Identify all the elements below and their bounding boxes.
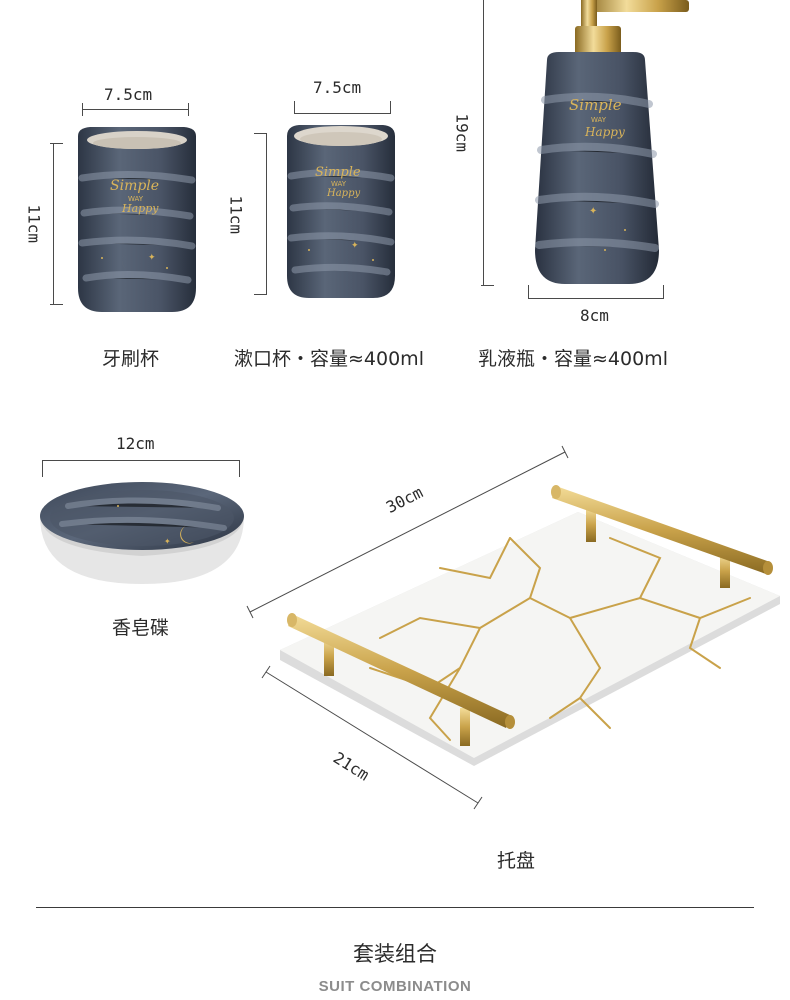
bottle-print-happy: Happy [584, 125, 625, 139]
toothbrush-cup-image: Simple WAY Happy ✦ [78, 127, 196, 312]
soap-dish-name: 香皂碟 [112, 617, 170, 639]
bottle-print-simple: Simple [569, 96, 622, 114]
bottle-width-line [528, 298, 664, 299]
mouthwash-cup-name: 漱口杯・容量≈400ml [234, 348, 424, 370]
toothbrush-width-tick-right [188, 103, 189, 116]
bottle-width-label: 8cm [580, 306, 609, 325]
soap-width-tick-left [42, 460, 43, 477]
mouthwash-width-tick-right [390, 101, 391, 114]
tray-image [280, 485, 780, 766]
footer-subtitle: SUIT COMBINATION [318, 978, 472, 995]
footer-divider [36, 907, 754, 908]
lotion-bottle-image: Simple WAY Happy ✦ [535, 0, 689, 284]
star-icon: ✦ [351, 241, 359, 251]
mouthwash-width-line [294, 113, 391, 114]
mouthwash-height-tick-top [254, 133, 267, 134]
toothbrush-width-tick-left [82, 103, 83, 116]
toothbrush-height-tick-top [50, 143, 63, 144]
mouthwash-print-way: WAY [331, 180, 347, 188]
toothbrush-height-tick-bottom [50, 304, 63, 305]
soap-width-tick-right [239, 460, 240, 477]
toothbrush-width-label: 7.5cm [104, 85, 153, 104]
bottle-height-tick-bottom [481, 285, 494, 286]
mouthwash-width-label: 7.5cm [313, 78, 362, 97]
soap-width-label: 12cm [116, 434, 155, 453]
toothbrush-print-way: WAY [128, 195, 144, 203]
star-icon: ✦ [164, 537, 171, 546]
bottle-width-tick-right [663, 285, 664, 299]
mouthwash-print-happy: Happy [326, 188, 360, 199]
bottle-print-way: WAY [591, 116, 607, 124]
tray-name: 托盘 [497, 850, 536, 872]
mouthwash-width-tick-left [294, 101, 295, 114]
toothbrush-height-line [53, 143, 54, 305]
mouthwash-print-simple: Simple [315, 165, 361, 180]
mouthwash-height-line [266, 133, 267, 295]
star-icon: ✦ [589, 206, 597, 217]
mouthwash-cup-image: Simple WAY Happy ✦ [287, 125, 395, 298]
star-icon: ✦ [148, 253, 156, 263]
bottle-width-tick-left [528, 285, 529, 299]
toothbrush-cup-name: 牙刷杯 [102, 348, 160, 370]
toothbrush-width-line [82, 109, 189, 110]
bottle-height-line [483, 0, 484, 286]
footer-title: 套装组合 [353, 942, 437, 966]
mouthwash-height-tick-bottom [254, 294, 267, 295]
lotion-bottle-name: 乳液瓶・容量≈400ml [478, 348, 668, 370]
soap-width-line [42, 460, 240, 461]
toothbrush-print-happy: Happy [121, 202, 159, 215]
soap-dish-image: ✦ [40, 482, 244, 584]
tray-length-dimension [246, 445, 569, 810]
toothbrush-print-simple: Simple [110, 178, 159, 194]
